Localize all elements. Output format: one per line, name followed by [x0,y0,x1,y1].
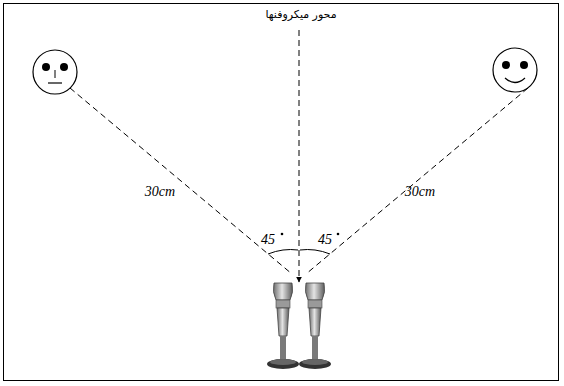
dimension-label: 30cm [145,184,175,199]
angle-label: 45 [261,232,275,247]
angle-arc [300,250,330,255]
distance-line [306,88,528,274]
angle-label: 45 [318,232,332,247]
mic-axis [299,30,300,282]
angle-arc [268,250,298,255]
axis-label: محور میکروفنها [263,9,338,21]
frame [4,4,559,381]
microphone-left [267,283,299,369]
degree-mark [281,233,284,236]
face-left [33,50,77,94]
dimension-label: 30cm [405,184,435,199]
microphone-right [299,283,331,369]
face-right [493,48,537,92]
degree-mark [337,233,340,236]
distance-line [70,88,292,274]
